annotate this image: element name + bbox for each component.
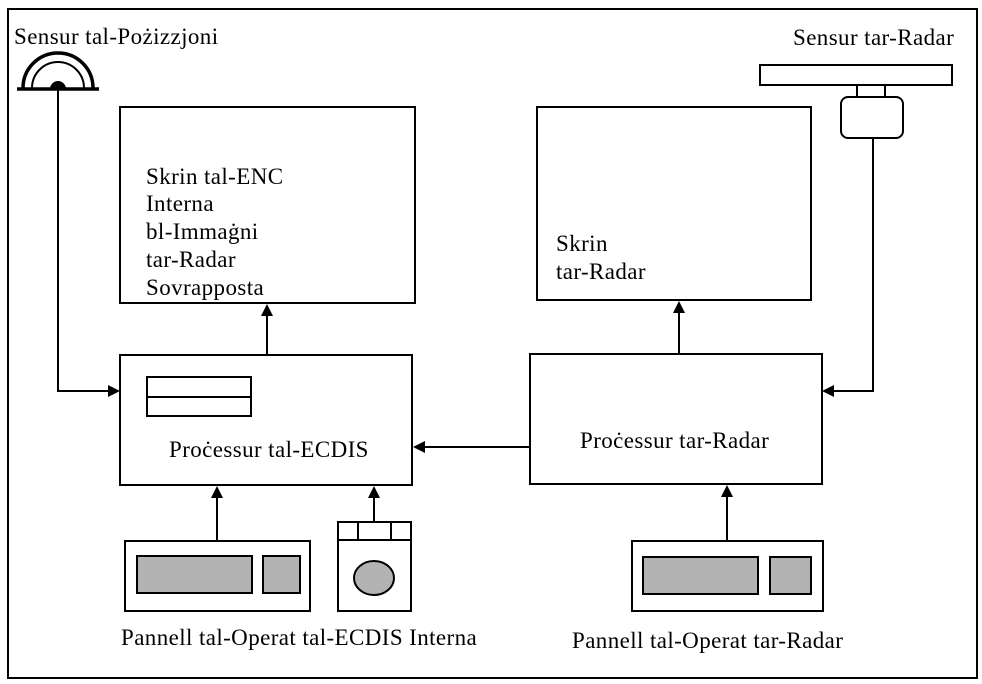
keyboard-main-keys — [642, 556, 759, 595]
dome-inner-arc — [31, 61, 85, 89]
radar-display-label-line: tar-Radar — [556, 259, 646, 284]
antenna-array — [759, 64, 953, 86]
enc-display-label-line: Sovrapposta — [146, 275, 264, 300]
radar-processor-label: Proċessur tar-Radar — [580, 428, 769, 453]
position-sensor-label: Sensur tal-Pożizzjoni — [14, 24, 219, 49]
position-sensor: Sensur tal-Pożizzjoni — [14, 24, 219, 91]
dome-receiver — [50, 81, 66, 89]
enc-display: Skrin tal-ENC Interna bl-Immaġni tar-Rad… — [119, 106, 416, 304]
radar-display-label-line: Skrin — [556, 231, 608, 256]
enc-display-label-line: tar-Radar — [146, 247, 236, 272]
ecdis-operator-panel: Pannell tal-Operat tal-ECDIS Interna — [121, 521, 477, 650]
keyboard-icon — [124, 540, 311, 612]
antenna-pedestal — [856, 84, 886, 98]
arrow-ecdis-processor-to-enc-display — [261, 304, 273, 355]
keyboard-side-keys — [769, 556, 812, 595]
keyboard-side-keys — [262, 555, 301, 594]
antenna-dome-icon — [17, 51, 99, 91]
trackball-ball — [353, 560, 395, 596]
arrow-head-up — [211, 486, 223, 498]
keyboard-icon — [631, 540, 824, 612]
enc-display-label-line: Interna — [146, 191, 214, 216]
antenna-housing — [840, 96, 904, 139]
arrow-head-up — [261, 304, 273, 316]
radar-operator-panel-label: Pannell tal-Operat tar-Radar — [572, 628, 843, 653]
arrow-ecdis-keyboard-to-ecdis-processor — [211, 486, 223, 541]
dome-outer-arc — [21, 51, 95, 89]
arrow-shaft — [833, 138, 874, 392]
arrow-position-sensor-to-ecdis-processor — [57, 90, 120, 397]
radar-antenna-icon — [759, 64, 953, 139]
arrow-head-up — [673, 301, 685, 313]
radar-sensor: Sensur tar-Radar — [759, 25, 954, 139]
radar-processor: Proċessur tar-Radar — [529, 353, 823, 485]
arrow-head-left — [413, 441, 425, 453]
outer-frame — [7, 8, 978, 679]
ecdis-processor-label: Proċessur tal-ECDIS — [169, 437, 369, 462]
arrow-radar-processor-to-radar-display — [673, 301, 685, 354]
enc-display-box — [119, 106, 416, 304]
radar-sensor-label: Sensur tar-Radar — [793, 25, 954, 50]
radar-display-box — [536, 106, 812, 301]
arrow-head-left — [822, 385, 834, 397]
arrow-radar-sensor-to-radar-processor — [822, 138, 874, 397]
enc-display-label-line: Skrin tal-ENC — [146, 164, 283, 189]
radar-display: Skrin tar-Radar — [536, 106, 812, 301]
ecdis-processor-box — [119, 354, 413, 486]
ecdis-processor: Proċessur tal-ECDIS — [119, 354, 413, 486]
keyboard-main-keys — [136, 555, 253, 594]
arrow-head-up — [368, 486, 380, 498]
arrow-head-up — [721, 485, 733, 497]
ecdis-operator-panel-label: Pannell tal-Operat tal-ECDIS Interna — [121, 625, 477, 650]
arrow-radar-processor-to-ecdis-processor — [413, 441, 530, 453]
trackball-icon — [337, 521, 412, 612]
radar-operator-panel: Pannell tal-Operat tar-Radar — [572, 540, 843, 653]
enc-display-label-line: bl-Immaġni — [146, 219, 259, 244]
radar-processor-box — [529, 353, 823, 485]
arrow-trackball-to-ecdis-processor — [368, 486, 380, 522]
arrow-shaft — [57, 90, 110, 392]
arrow-radar-keyboard-to-radar-processor — [721, 485, 733, 541]
processor-unit-icon — [146, 376, 252, 417]
arrow-head-right — [108, 385, 120, 397]
